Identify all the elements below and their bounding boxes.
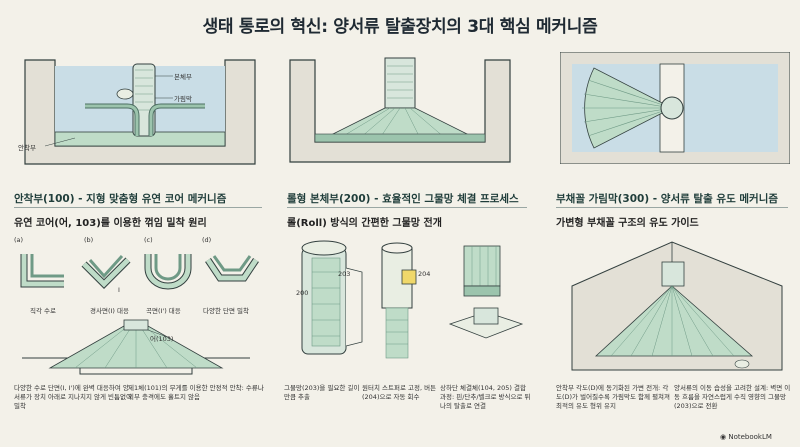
variant-b-diagram bbox=[81, 254, 131, 289]
section3-subheading: 가변형 부채꼴 구조의 유도 가이드 bbox=[556, 218, 699, 229]
variant-b-caption: 경사면(I) 대응 bbox=[90, 307, 129, 315]
variant-d-letter: (d) bbox=[202, 236, 212, 244]
section1-heading: 안착부(100) - 지형 맞춤형 유연 코어 메커니즘 bbox=[14, 193, 227, 205]
variant-c-diagram bbox=[144, 254, 192, 290]
section2-note-right: 상하단 체결체(104, 205) 결합 과정: 핀/단추/벨크로 방식으로 튀… bbox=[440, 384, 531, 410]
roll-unit-diagram bbox=[301, 240, 363, 355]
section3-divider bbox=[556, 207, 788, 208]
fan-guide-diagram bbox=[571, 241, 783, 371]
variant-b-extra: I bbox=[118, 286, 120, 294]
section1-subheading: 유연 코어(어, 103)를 이용한 꺾임 밀착 원리 bbox=[14, 218, 207, 229]
variant-a-diagram bbox=[20, 254, 64, 288]
label-mesh: 가림막 bbox=[174, 95, 192, 103]
section3-note-right: 양서류의 이동 습성을 고려한 설계: 벽면 이동 흐름을 자연스럽게 수직 영… bbox=[674, 384, 791, 410]
variant-d-caption: 다양한 단면 밀착 bbox=[203, 307, 249, 315]
fastener-diagram bbox=[448, 245, 524, 339]
brand-icon: ◉ bbox=[720, 433, 727, 441]
section1-divider bbox=[14, 207, 262, 208]
section2-note-mid: 원터치 스트퍼로 고정, 버튼(204)으로 자동 회수 bbox=[362, 384, 437, 401]
variant-c-letter: (c) bbox=[144, 236, 153, 244]
section1-note-left: 다양한 수로 단면(I, I')에 완벽 대응하여 양서류가 장치 아래로 지나… bbox=[14, 384, 132, 410]
label-anchor: 안착부 bbox=[18, 144, 36, 152]
channel-section-illustration bbox=[24, 59, 256, 165]
brand-label: NotebookLM bbox=[728, 433, 772, 441]
variant-c-caption: 곡면(I') 대응 bbox=[146, 307, 181, 315]
section2-heading: 롤형 본체부(200) - 효율적인 그물망 체결 프로세스 bbox=[287, 193, 519, 205]
fan-screen-illustration bbox=[560, 52, 790, 164]
label-body: 본체부 bbox=[174, 73, 192, 81]
footer-brand: ◉ NotebookLM bbox=[720, 433, 772, 441]
variant-a-caption: 직각 수로 bbox=[30, 307, 56, 315]
variant-b-letter: (b) bbox=[84, 236, 94, 244]
core-label: 어(103) bbox=[150, 335, 174, 343]
page-title: 생태 통로의 혁신: 양서류 탈출장치의 3대 핵심 메커니즘 bbox=[202, 17, 598, 37]
section3-heading: 부채꼴 가림막(300) - 양서류 탈출 유도 메커니즘 bbox=[556, 193, 779, 205]
stopper-unit-diagram bbox=[381, 242, 417, 359]
section1-note-right: 제1체(101)의 무게를 이용한 안정적 안착: 수류나 외부 충격에도 흘트… bbox=[128, 384, 264, 401]
section2-subheading: 롤(Roll) 방식의 간편한 그물망 전개 bbox=[287, 218, 442, 229]
label-204: 204 bbox=[418, 270, 431, 278]
section3-note-left: 안착부 각도(D)에 동기화된 가변 전개: 각도(D)가 벌어질수록 가림막도… bbox=[556, 384, 671, 410]
section2-divider bbox=[287, 207, 527, 208]
label-203: 203 bbox=[338, 270, 351, 278]
section2-note-left: 그물망(203)을 필요한 길이만큼 추출 bbox=[284, 384, 360, 401]
label-200: 200 bbox=[296, 289, 309, 297]
variant-a-letter: (a) bbox=[14, 236, 24, 244]
core-assembly-diagram bbox=[22, 319, 250, 375]
variant-d-diagram bbox=[205, 255, 259, 282]
mesh-deployment-illustration bbox=[289, 57, 511, 163]
